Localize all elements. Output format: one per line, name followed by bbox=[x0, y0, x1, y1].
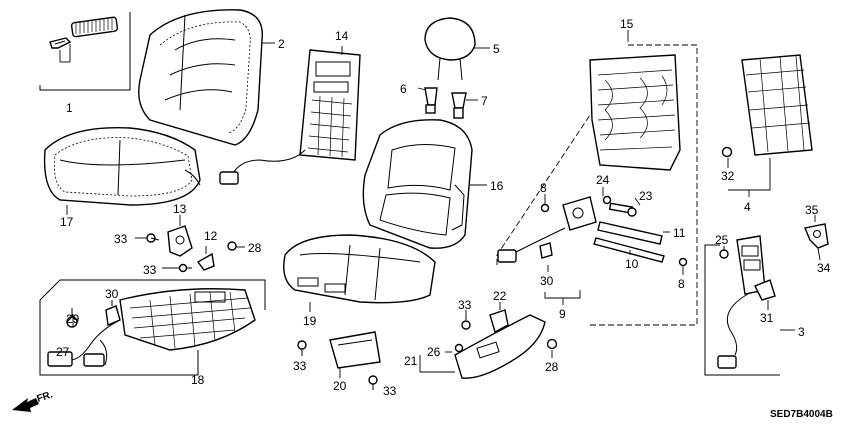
part-29-connector bbox=[66, 308, 78, 328]
callout-33-c: 33 bbox=[293, 359, 307, 373]
callout-17: 17 bbox=[60, 215, 74, 229]
part-13-bracket bbox=[167, 225, 193, 257]
callout-22: 22 bbox=[493, 289, 507, 303]
part-7-headrest-guide bbox=[451, 92, 467, 119]
callout-30-a: 30 bbox=[105, 287, 119, 301]
callout-labels: 1 2 3 4 5 6 7 8 8 9 10 11 12 13 14 15 16… bbox=[56, 17, 831, 398]
callout-20: 20 bbox=[333, 379, 347, 393]
callout-16: 16 bbox=[490, 179, 504, 193]
callout-14: 14 bbox=[335, 29, 349, 43]
callout-33-d: 33 bbox=[383, 384, 397, 398]
part-6-headrest-guide bbox=[424, 87, 438, 114]
part-21-outer-cover bbox=[454, 314, 546, 379]
callout-35: 35 bbox=[805, 203, 819, 217]
part-30-connector-right bbox=[539, 242, 553, 259]
part-24-washer bbox=[602, 195, 612, 205]
part-26-screw bbox=[454, 343, 464, 353]
part-30-connector-left bbox=[105, 300, 121, 326]
callout-29: 29 bbox=[66, 312, 80, 326]
callout-19: 19 bbox=[303, 314, 317, 328]
callout-3: 3 bbox=[798, 325, 805, 339]
callout-11: 11 bbox=[673, 226, 686, 240]
callout-8-b: 8 bbox=[678, 277, 685, 291]
callout-33-b: 33 bbox=[143, 263, 157, 277]
part-1-trim-clip-group bbox=[39, 12, 131, 91]
screw-25 bbox=[719, 249, 729, 259]
part-18-cushion-frame-group bbox=[39, 279, 266, 376]
callout-28-a: 28 bbox=[248, 241, 262, 255]
screw-33-a bbox=[146, 233, 160, 243]
callout-24: 24 bbox=[596, 173, 610, 187]
part-4-back-frame bbox=[741, 54, 813, 156]
callout-12: 12 bbox=[204, 229, 218, 243]
part-15-backframe-group bbox=[496, 36, 698, 326]
callout-1: 1 bbox=[66, 101, 73, 115]
callout-18: 18 bbox=[191, 373, 205, 387]
callout-2: 2 bbox=[278, 37, 285, 51]
callout-31: 31 bbox=[760, 311, 774, 325]
callout-27: 27 bbox=[56, 345, 70, 359]
callout-32: 32 bbox=[721, 169, 735, 183]
screw-28-a bbox=[227, 241, 237, 251]
part-5-headrest bbox=[424, 17, 476, 81]
screw-28-b bbox=[546, 338, 558, 350]
callout-10: 10 bbox=[625, 257, 639, 271]
part-2-seatback-cover bbox=[138, 9, 264, 146]
screw-33-b bbox=[178, 263, 192, 273]
leader-lines bbox=[66, 30, 821, 378]
part-22-bracket bbox=[489, 309, 509, 334]
screw-33-c bbox=[297, 340, 307, 356]
callout-25: 25 bbox=[715, 233, 729, 247]
part-19-seat-cushion bbox=[283, 234, 436, 304]
part-32-clip bbox=[721, 146, 733, 158]
part-16-seatback bbox=[362, 119, 473, 249]
callout-9: 9 bbox=[559, 307, 566, 321]
callout-23: 23 bbox=[639, 189, 653, 203]
direction-label: FR. bbox=[36, 389, 55, 405]
callout-28-b: 28 bbox=[545, 360, 559, 374]
callout-33-a: 33 bbox=[114, 232, 128, 246]
part-12-clip bbox=[196, 246, 215, 271]
callout-7: 7 bbox=[481, 94, 488, 108]
part-8-washer-b bbox=[678, 257, 688, 267]
part-9-recliner-motor bbox=[497, 196, 597, 263]
callout-5: 5 bbox=[493, 42, 500, 56]
part-34-35-clip bbox=[804, 223, 829, 249]
callout-4: 4 bbox=[744, 200, 751, 214]
part-3-switch-group bbox=[704, 235, 780, 376]
part-10-rod bbox=[593, 237, 665, 263]
part-31-connector bbox=[754, 279, 776, 301]
callout-15: 15 bbox=[620, 17, 634, 31]
part-11-rod bbox=[597, 221, 663, 245]
screw-33-d bbox=[368, 375, 378, 390]
callout-6: 6 bbox=[400, 82, 407, 96]
part-14-back-panel bbox=[219, 49, 361, 185]
part-23-bolt bbox=[608, 202, 637, 217]
callout-26: 26 bbox=[427, 345, 441, 359]
part-8-washer-a bbox=[540, 203, 550, 213]
front-direction-arrow: FR. bbox=[12, 389, 54, 412]
callout-33-e: 33 bbox=[458, 298, 472, 312]
diagram-code: SED7B4004B bbox=[770, 409, 833, 420]
callout-34: 34 bbox=[817, 261, 831, 275]
part-20-trim bbox=[329, 331, 381, 369]
part-17-cushion-cover bbox=[43, 126, 201, 206]
callout-21: 21 bbox=[404, 354, 418, 368]
callout-8-a: 8 bbox=[540, 181, 547, 195]
callout-13: 13 bbox=[173, 202, 187, 216]
callout-30-b: 30 bbox=[540, 274, 554, 288]
